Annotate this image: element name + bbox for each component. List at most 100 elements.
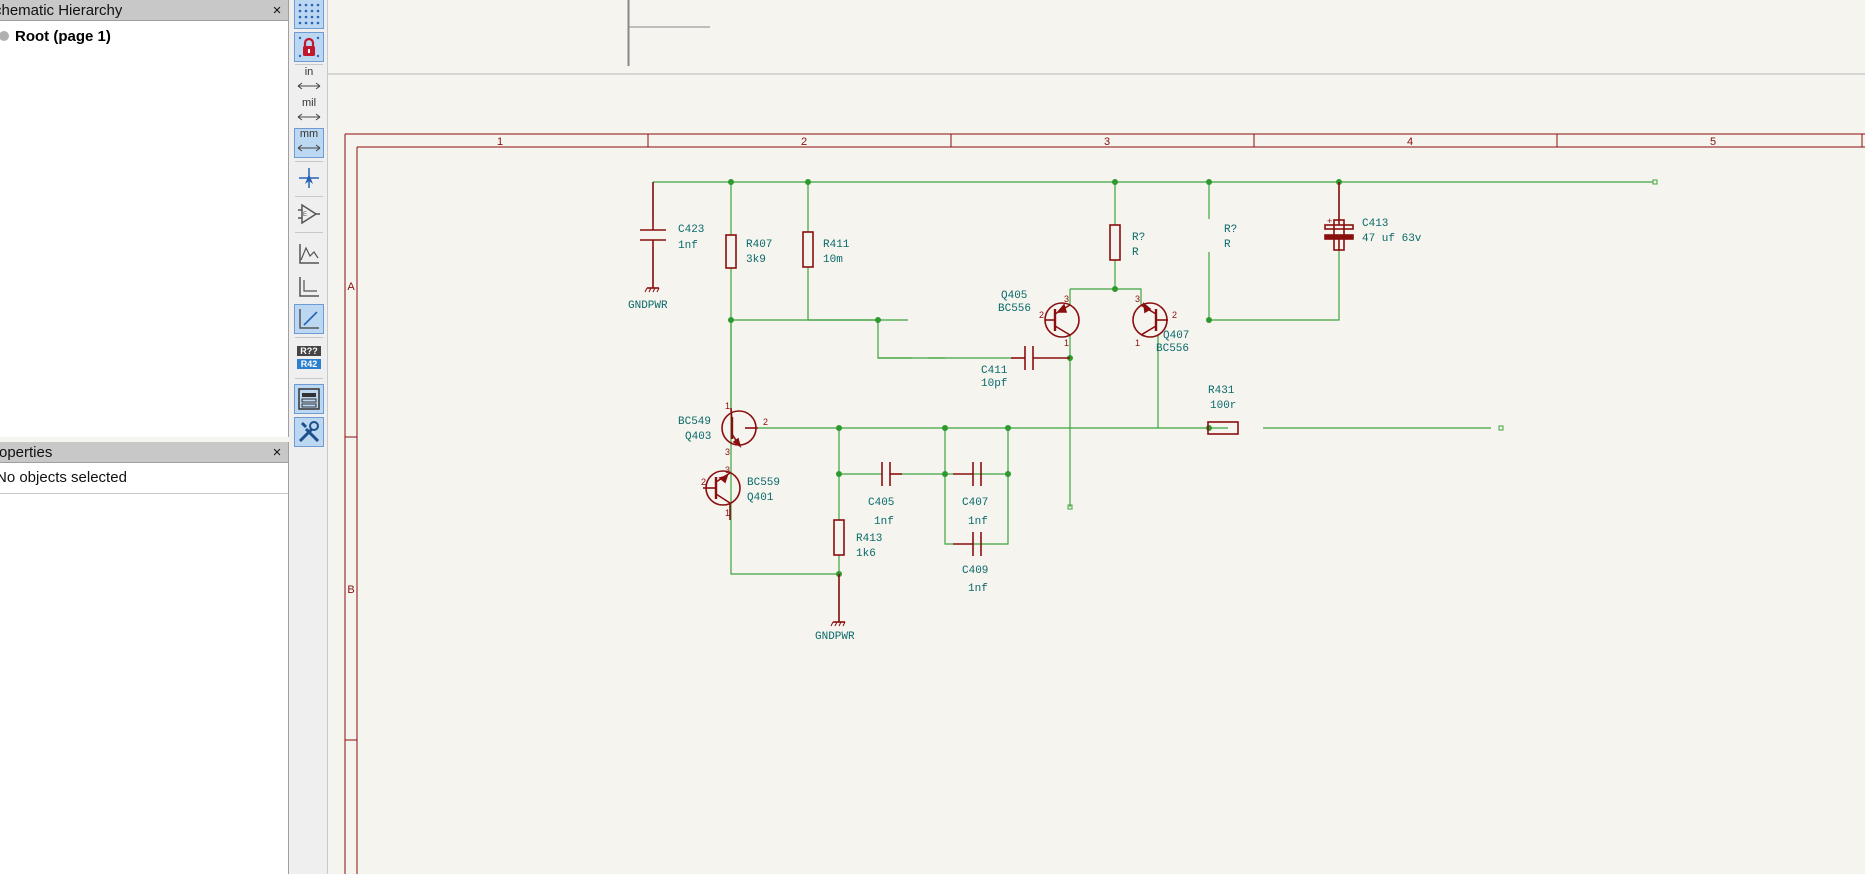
schematic-canvas[interactable]: 1 2 3 4 5 A B bbox=[328, 0, 1865, 874]
double-arrow-icon bbox=[297, 113, 321, 121]
double-arrow-icon bbox=[297, 144, 321, 152]
capacitor-c411[interactable] bbox=[878, 346, 1070, 370]
resistor-r411[interactable] bbox=[802, 231, 814, 268]
c405-ref: C405 bbox=[868, 497, 894, 509]
resistor-r407[interactable] bbox=[725, 234, 737, 269]
transistor-q405[interactable] bbox=[1044, 302, 1080, 338]
properties-toggle-button[interactable] bbox=[294, 417, 324, 447]
toolbar-separator bbox=[295, 196, 323, 197]
toolbar-separator bbox=[295, 161, 323, 162]
q403-ref: Q403 bbox=[685, 431, 711, 443]
properties-panel-title: roperties bbox=[0, 443, 53, 461]
annotate-ref-top: R?? bbox=[297, 345, 321, 356]
sheet-column-label: 5 bbox=[1710, 136, 1716, 148]
properties-empty-text: No objects selected bbox=[0, 469, 127, 486]
pin-number: 3 bbox=[725, 465, 730, 475]
c413-ref: C413 bbox=[1362, 218, 1388, 230]
toolbar-separator bbox=[295, 64, 323, 65]
units-mil-button[interactable]: mil bbox=[295, 98, 323, 126]
annotate-button[interactable]: R?? R42 bbox=[295, 343, 323, 371]
c423-ref: C423 bbox=[678, 224, 704, 236]
pin-number: 1 bbox=[725, 508, 730, 518]
sheet-row-label: A bbox=[347, 281, 355, 293]
capacitor-c423[interactable] bbox=[640, 182, 666, 293]
r-a-value: R bbox=[1132, 247, 1139, 259]
properties-panel: roperties × No objects selected bbox=[0, 442, 289, 874]
units-inch-label: in bbox=[304, 66, 314, 78]
hierarchy-navigator-button[interactable] bbox=[294, 384, 324, 414]
pin-number: 1 bbox=[1064, 338, 1069, 348]
capacitor-c409[interactable] bbox=[953, 532, 982, 556]
hierarchy-panel-header: chematic Hierarchy × bbox=[0, 0, 288, 21]
junctions bbox=[728, 179, 1342, 577]
units-mm-button[interactable]: mm bbox=[294, 128, 324, 158]
hierarchy-icon bbox=[298, 388, 320, 410]
pin-types-icon: E bbox=[298, 203, 320, 225]
sheet-column-label: 4 bbox=[1407, 136, 1413, 148]
double-arrow-icon bbox=[297, 82, 321, 90]
capacitor-c413[interactable] bbox=[1324, 182, 1354, 250]
transistor-q401[interactable] bbox=[703, 470, 741, 520]
crosshair-cursor bbox=[627, 0, 710, 66]
line-mode-90-button[interactable] bbox=[295, 273, 323, 301]
r411-value: 10m bbox=[823, 254, 843, 266]
r-b-ref: R? bbox=[1224, 224, 1237, 236]
transistor-q403[interactable] bbox=[721, 407, 758, 448]
c411-ref: C411 bbox=[981, 365, 1008, 377]
show-pin-types-button[interactable]: E bbox=[295, 200, 323, 228]
gndpwr-label-2: GNDPWR bbox=[815, 631, 855, 643]
pin-number: 3 bbox=[1064, 294, 1069, 304]
transistor-q407[interactable] bbox=[1132, 302, 1168, 338]
units-mil-icon: mil bbox=[297, 98, 321, 126]
r407-value: 3k9 bbox=[746, 254, 766, 266]
properties-close-icon[interactable]: × bbox=[272, 443, 282, 461]
grid-icon bbox=[298, 3, 320, 25]
pin-number: 1 bbox=[725, 401, 730, 411]
c411-value: 10pf bbox=[981, 378, 1007, 390]
polarity-mark: + bbox=[1327, 216, 1332, 226]
r411-ref: R411 bbox=[823, 239, 850, 251]
units-inch-button[interactable]: in bbox=[295, 67, 323, 95]
r407-ref: R407 bbox=[746, 239, 772, 251]
units-mm-label: mm bbox=[299, 128, 319, 140]
grid-lock-button[interactable] bbox=[294, 32, 324, 62]
pin-number: 3 bbox=[1135, 294, 1140, 304]
c413-value: 47 uf 63v bbox=[1362, 233, 1422, 245]
hierarchy-root-label: Root (page 1) bbox=[15, 27, 111, 45]
resistor-r-a[interactable] bbox=[1109, 224, 1121, 261]
units-inch-icon: in bbox=[297, 67, 321, 95]
toolbar-separator bbox=[295, 232, 323, 233]
r431-value: 100r bbox=[1210, 400, 1236, 412]
toolbar-separator bbox=[295, 378, 323, 379]
schematic-hierarchy-panel: chematic Hierarchy × Root (page 1) bbox=[0, 0, 289, 437]
cursor-shape-button[interactable] bbox=[295, 164, 323, 192]
units-mm-icon: mm bbox=[297, 129, 321, 157]
r431-ref: R431 bbox=[1208, 385, 1235, 397]
c409-value: 1nf bbox=[968, 583, 988, 595]
crosshair-cursor-icon bbox=[299, 168, 319, 188]
annotate-icon: R?? R42 bbox=[297, 345, 321, 369]
lock-grid-icon bbox=[298, 36, 320, 58]
resistor-r413[interactable] bbox=[833, 519, 845, 556]
r413-value: 1k6 bbox=[856, 548, 876, 560]
grid-toggle-button[interactable] bbox=[294, 0, 324, 29]
sheet-column-label: 3 bbox=[1104, 136, 1110, 148]
ground-symbol-gnd2[interactable] bbox=[830, 574, 846, 627]
sheet-column-label: 1 bbox=[497, 136, 503, 148]
simulator-button[interactable] bbox=[295, 240, 323, 268]
r413-ref: R413 bbox=[856, 533, 882, 545]
sheet-column-label: 2 bbox=[801, 136, 807, 148]
hierarchy-close-icon[interactable]: × bbox=[272, 1, 282, 19]
hierarchy-root-item[interactable]: Root (page 1) bbox=[0, 21, 288, 51]
line-mode-45-button[interactable] bbox=[294, 304, 324, 334]
resistor-r431[interactable] bbox=[1207, 421, 1239, 435]
capacitor-c407[interactable] bbox=[953, 462, 982, 486]
c407-value: 1nf bbox=[968, 516, 988, 528]
q401-ref: Q401 bbox=[747, 492, 774, 504]
pin-number: 2 bbox=[1039, 310, 1044, 320]
c407-ref: C407 bbox=[962, 497, 988, 509]
q405-ref: Q405 bbox=[1001, 290, 1027, 302]
hierarchy-panel-title: chematic Hierarchy bbox=[0, 1, 123, 19]
pin-number: 2 bbox=[1172, 310, 1177, 320]
capacitor-c405[interactable] bbox=[881, 462, 902, 486]
